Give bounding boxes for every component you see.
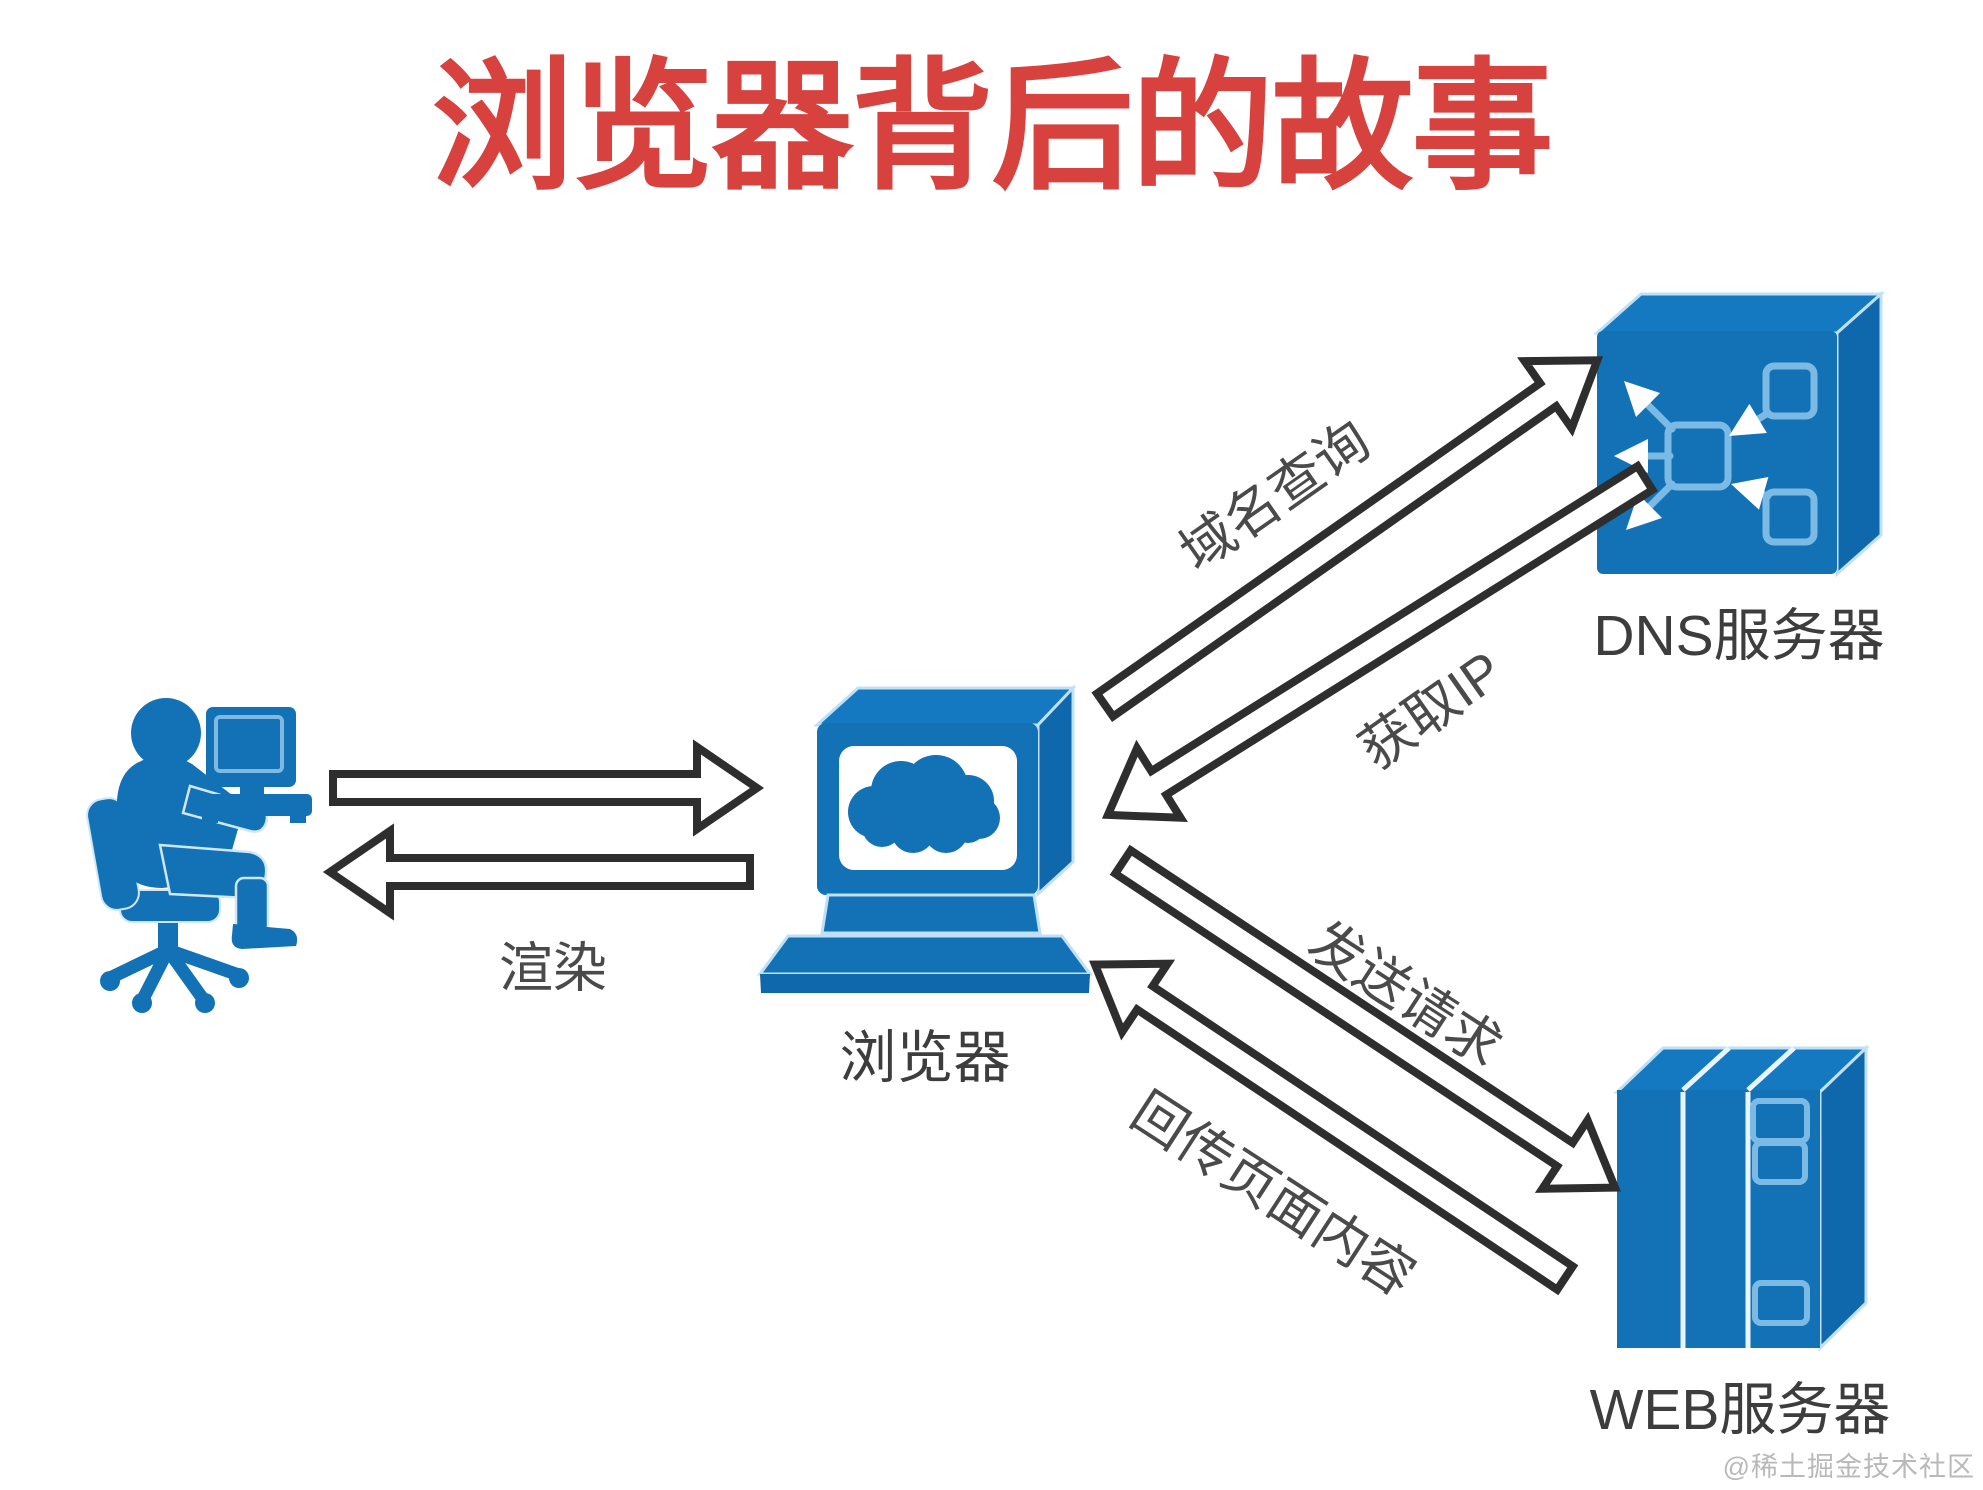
user-monitor-neck	[240, 785, 264, 795]
browser-label: 浏览器	[839, 1026, 1011, 1090]
dns-server-icon	[1593, 290, 1885, 578]
arrow-web-to-browser	[1089, 959, 1579, 1296]
web-server-icon	[1613, 1044, 1870, 1352]
dns-cube-top	[1593, 292, 1885, 335]
chair-base	[105, 943, 243, 1006]
user-stand-foot	[202, 814, 218, 823]
arrow-dns-to-browser	[1101, 460, 1658, 823]
watermark: @稀土掘金技术社区	[1722, 1452, 1975, 1482]
arrow-user-to-browser	[329, 739, 765, 837]
browser-icon	[757, 684, 1093, 993]
chair-pole	[158, 915, 178, 957]
user-stand-foot	[290, 814, 306, 823]
flow-arrows	[322, 356, 1658, 1296]
render-edge-label: 渲染	[499, 938, 607, 999]
dns-cube-side	[1835, 290, 1883, 578]
browser-keyboard-front	[760, 974, 1090, 993]
user-monitor-screen	[214, 715, 284, 773]
web-server-drive-bays	[1750, 1098, 1810, 1326]
page-title: 浏览器背后的故事	[431, 48, 1554, 207]
chair-wheel	[100, 971, 120, 991]
web-server-slab-gaps	[1680, 1046, 1796, 1348]
user-icon	[86, 698, 312, 1013]
user-keyboard	[194, 794, 312, 816]
browser-monitor-top	[813, 686, 1077, 727]
web-server-side	[1818, 1044, 1868, 1352]
web-server-front	[1617, 1090, 1820, 1348]
browser-monitor-side	[1036, 684, 1075, 898]
chair-wheel	[195, 993, 215, 1013]
arrow-browser-to-user	[322, 823, 754, 921]
web-server-label: WEB服务器	[1589, 1378, 1891, 1442]
arrow-browser-to-dns	[1091, 356, 1604, 723]
cloud-icon	[848, 755, 1000, 853]
dns-server-label: DNS服务器	[1593, 604, 1885, 668]
browser-pedestal	[820, 893, 1042, 935]
person-shoe	[231, 924, 298, 949]
browser-keyboard-top	[757, 934, 1093, 976]
dns-routing-diagram	[1636, 362, 1818, 546]
chair-wheel	[132, 993, 152, 1013]
arrow-browser-to-web	[1109, 844, 1621, 1193]
chair-wheel	[229, 968, 249, 988]
person-head	[131, 698, 201, 768]
